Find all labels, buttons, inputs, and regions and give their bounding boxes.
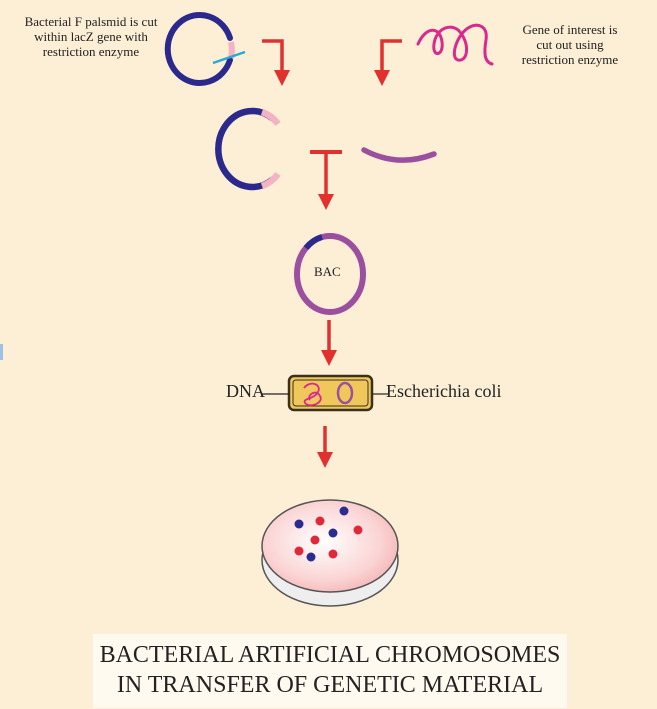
bac-label: BAC — [314, 264, 341, 279]
dna-label: DNA — [226, 381, 265, 401]
arrow-culture — [317, 426, 333, 468]
title-box: BACTERIAL ARTIFICIAL CHROMOSOMES IN TRAN… — [93, 634, 567, 708]
gene-icon — [416, 23, 494, 66]
arrow-plasmid-down — [262, 39, 290, 86]
ecoli-label: Escherichia coli — [386, 381, 502, 401]
ecoli-cell-icon — [262, 374, 388, 412]
bac-in-cell-icon — [336, 381, 354, 405]
title-line-1: BACTERIAL ARTIFICIAL CHROMOSOMES — [99, 642, 561, 668]
bac-icon — [294, 233, 366, 315]
chromosomal-dna-icon — [303, 382, 322, 407]
arrow-gene-down — [374, 39, 402, 86]
gene-cut-label: Gene of interest is cut out using restri… — [521, 22, 619, 67]
restriction-cut-line — [212, 50, 246, 65]
petri-dish-icon — [261, 499, 399, 607]
plasmid-cut-label: Bacterial F palsmid is cut within lacZ g… — [24, 14, 158, 59]
title-line-2: IN TRANSFER OF GENETIC MATERIAL — [116, 672, 544, 698]
page-edge-marker — [0, 344, 3, 360]
linear-plasmid-icon — [215, 107, 281, 191]
arrow-ligation — [310, 150, 342, 210]
gene-fragment-icon — [361, 147, 437, 163]
plasmid-icon — [164, 12, 246, 86]
arrow-transform — [321, 320, 337, 366]
